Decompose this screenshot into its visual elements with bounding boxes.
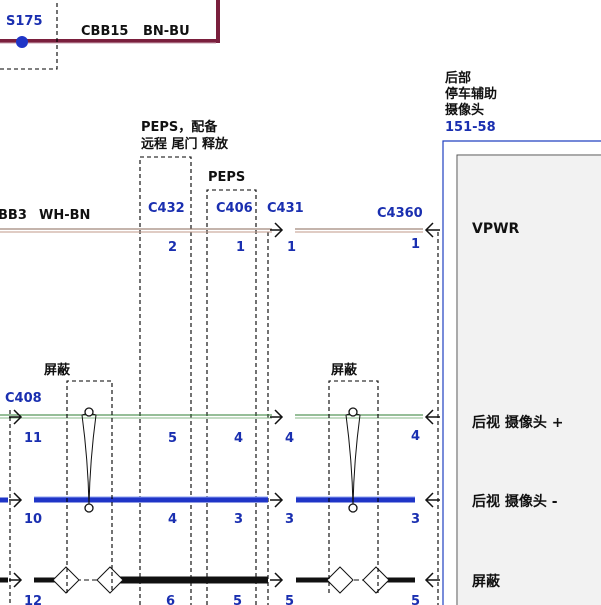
peps-note-line2: 远程 尾门 释放 — [141, 136, 229, 152]
c431-arrows — [270, 222, 284, 588]
c406-pin-shield: 5 — [233, 594, 242, 605]
splice-wire-color: BN-BU — [143, 24, 190, 39]
module-name-line3: 摄像头 — [445, 102, 484, 118]
c406-pin-vpwr: 1 — [236, 240, 245, 255]
signal-shield: 屏蔽 — [472, 573, 501, 590]
c406-pin-neg: 3 — [234, 512, 243, 527]
connector-c4360-name[interactable]: C4360 — [377, 206, 423, 221]
connector-c408-name[interactable]: C408 — [5, 391, 42, 406]
c408-arrows — [9, 409, 23, 588]
splice-circuit: CBB15 — [81, 24, 128, 39]
shield-termination-right — [326, 566, 354, 594]
c432-pin-pos: 5 — [168, 431, 177, 446]
c408-pin-pos: 11 — [24, 431, 42, 446]
c408-pin-shield: 12 — [24, 594, 42, 605]
camera-module — [442, 140, 601, 605]
connector-c432-name[interactable]: C432 — [148, 201, 185, 216]
c4360-arrows — [424, 222, 440, 588]
top-wire-color: WH-BN — [39, 208, 90, 223]
module-name-line2: 停车辅助 — [445, 86, 497, 102]
shield-drain-wire — [0, 566, 415, 594]
c408-pin-neg: 10 — [24, 512, 42, 527]
signal-camera-negative: 后视 摄像头 - — [472, 493, 558, 510]
vpwr-wire — [0, 228, 423, 233]
c4360-pin-shield: 5 — [411, 594, 420, 605]
peps-label: PEPS — [208, 170, 245, 185]
connector-c431-name[interactable]: C431 — [267, 201, 304, 216]
camera-negative-wire — [0, 496, 415, 503]
peps-note-line1: PEPS，配备 — [141, 119, 218, 135]
shield-label-left: 屏蔽 — [44, 362, 71, 378]
module-name-line1: 后部 — [445, 70, 471, 86]
shield-termination-left — [52, 566, 80, 594]
shield-box-right — [328, 380, 379, 593]
shield-termination-mid — [96, 566, 124, 594]
c431-pin-pos: 4 — [285, 431, 294, 446]
shield-termination-far — [362, 566, 390, 594]
c4360-pin-vpwr: 1 — [411, 237, 420, 252]
c4360-pin-pos: 4 — [411, 429, 420, 444]
c432-pin-shield: 6 — [166, 594, 175, 605]
splice-frame: S175 CBB15 BN-BU — [0, 0, 220, 70]
top-wire-circuit: BB3 — [0, 208, 27, 223]
splice-id: S175 — [6, 14, 43, 29]
module-ref-link[interactable]: 151-58 — [445, 120, 496, 135]
splice-dot — [16, 36, 28, 48]
c431-pin-neg: 3 — [285, 512, 294, 527]
c431-pin-shield: 5 — [285, 594, 294, 605]
c432-pin-neg: 4 — [168, 512, 177, 527]
c4360-pin-neg: 3 — [411, 512, 420, 527]
shield-box-left — [66, 380, 113, 593]
c431-pin-vpwr: 1 — [287, 240, 296, 255]
signal-vpwr: VPWR — [472, 221, 520, 237]
c406-pin-pos: 4 — [234, 431, 243, 446]
signal-camera-positive: 后视 摄像头 + — [472, 414, 563, 431]
connector-c406-name[interactable]: C406 — [216, 201, 253, 216]
c432-pin-vpwr: 2 — [168, 240, 177, 255]
shield-label-right: 屏蔽 — [331, 362, 358, 378]
